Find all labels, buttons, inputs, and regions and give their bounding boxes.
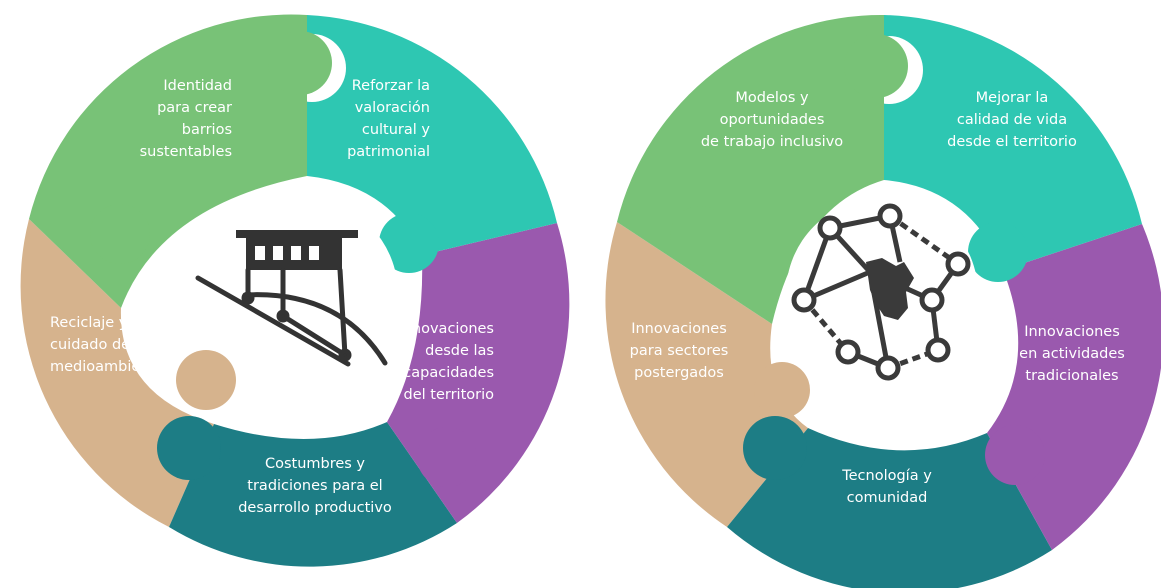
- right-label-tan-line: postergados: [634, 365, 724, 381]
- right-label-green-line: oportunidades: [720, 112, 825, 128]
- left-label-green: Identidad para crear barrios sustentables: [140, 78, 232, 160]
- right-tab-purple: [985, 425, 1045, 485]
- right-segment-teal: [884, 15, 1142, 270]
- right-tab-green: [844, 34, 908, 98]
- right-tab-darkteal: [743, 416, 807, 480]
- left-puzzle-cycle: Identidad para crear barrios sustentables R…: [20, 14, 570, 567]
- left-label-green-line: para crear: [157, 100, 232, 116]
- left-center-circle: [204, 197, 398, 391]
- left-label-green-line: sustentables: [140, 144, 232, 160]
- left-label-purple-line: Innovaciones: [398, 321, 494, 337]
- network-map-icon: [791, 203, 971, 381]
- left-label-teal-line: Reforzar la: [352, 78, 430, 94]
- left-label-teal: Reforzar la valoración cultural y patrimoni…: [347, 78, 430, 160]
- right-tab-green-2: [670, 206, 730, 266]
- left-label-tan-line: cuidado del: [50, 337, 134, 353]
- right-label-green-line: de trabajo inclusivo: [701, 134, 843, 150]
- left-tab-purple: [417, 427, 477, 487]
- right-label-purple-line: en actividades: [1019, 346, 1125, 362]
- left-label-teal-line: cultural y: [362, 122, 431, 138]
- left-label-purple-line: desde las: [425, 343, 494, 359]
- right-label-teal-line: Mejorar la: [976, 90, 1049, 106]
- left-segment-darkteal: [169, 422, 457, 567]
- right-label-green-line: Modelos y: [735, 90, 809, 106]
- right-label-tan: Innovaciones para sectores postergados: [630, 321, 729, 381]
- funicular-icon: [195, 230, 388, 367]
- right-tab-tan: [754, 362, 810, 418]
- right-label-tan-line: para sectores: [630, 343, 729, 359]
- right-tab-teal: [968, 222, 1028, 282]
- right-label-darkteal: Tecnología y comunidad: [841, 468, 932, 506]
- right-label-purple-line: Innovaciones: [1024, 324, 1120, 340]
- right-label-tan-line: Innovaciones: [631, 321, 727, 337]
- left-label-teal-line: patrimonial: [347, 144, 430, 160]
- left-segment-teal: [307, 15, 557, 255]
- left-label-darkteal-line: tradiciones para el: [247, 478, 382, 494]
- left-label-teal-line: valoración: [355, 100, 430, 116]
- right-label-green: Modelos y oportunidades de trabajo inclusi…: [701, 90, 843, 150]
- left-tab-darkteal: [157, 416, 221, 480]
- right-puzzle-cycle: Modelos y oportunidades de trabajo inclusi…: [605, 14, 1161, 588]
- left-label-purple: Innovaciones desde las capacidades del terr…: [398, 321, 494, 403]
- left-label-tan: Reciclaje y cuidado del medioambiente: [50, 315, 164, 375]
- left-label-green-line: barrios: [182, 122, 232, 138]
- left-label-tan-line: Reciclaje y: [50, 315, 128, 331]
- left-label-darkteal-line: desarrollo productivo: [238, 500, 392, 516]
- right-segment-darkteal: [727, 428, 1052, 588]
- right-label-teal-line: calidad de vida: [957, 112, 1067, 128]
- left-label-purple-line: del territorio: [404, 387, 495, 403]
- left-label-green-line: Identidad: [163, 78, 232, 94]
- right-label-purple: Innovaciones en actividades tradicionales: [1019, 324, 1125, 384]
- right-label-darkteal-line: Tecnología y: [841, 468, 932, 484]
- left-tab-tan: [176, 350, 236, 410]
- left-label-darkteal: Costumbres y tradiciones para el desarroll…: [238, 456, 392, 516]
- left-tab-green-2: [90, 204, 150, 264]
- right-label-darkteal-line: comunidad: [847, 490, 928, 506]
- left-tab-green: [268, 31, 332, 95]
- left-label-darkteal-line: Costumbres y: [265, 456, 365, 472]
- left-label-purple-line: capacidades: [403, 365, 494, 381]
- right-label-teal: Mejorar la calidad de vida desde el territ…: [947, 90, 1077, 150]
- right-label-teal-line: desde el territorio: [947, 134, 1077, 150]
- left-tab-teal: [379, 213, 439, 273]
- left-label-tan-line: medioambiente: [50, 359, 164, 375]
- right-label-purple-line: tradicionales: [1025, 368, 1118, 384]
